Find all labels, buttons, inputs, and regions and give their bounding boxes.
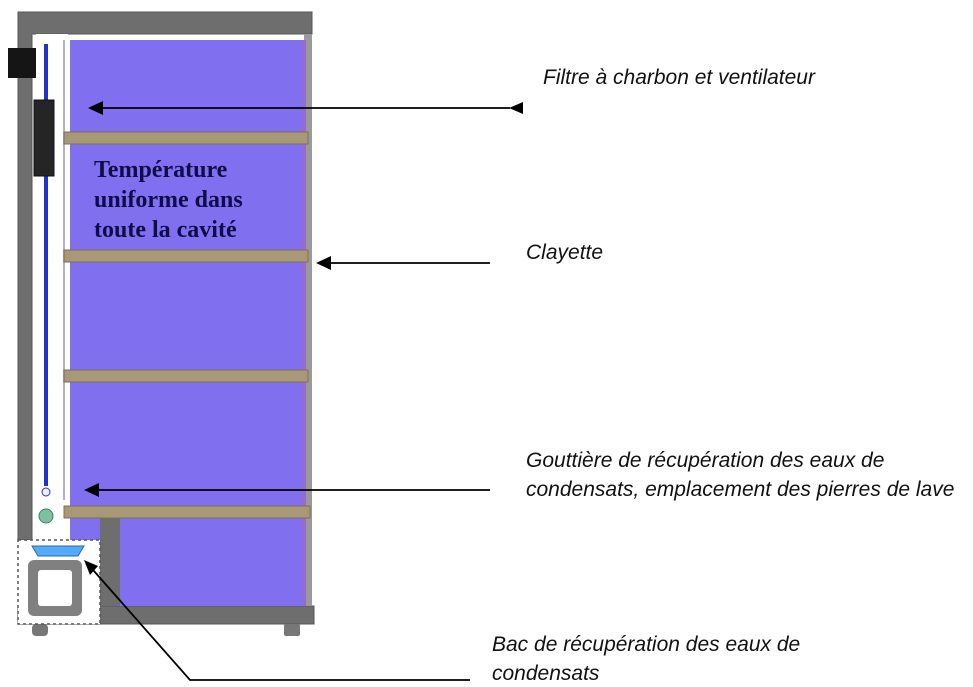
- foot-right: [284, 624, 300, 636]
- shelf: [63, 505, 311, 519]
- cavity-caption: Température uniforme dans toute la cavit…: [94, 157, 243, 243]
- cabinet-right-edge: [304, 34, 312, 606]
- label-filter-fan: Filtre à charbon et ventilateur: [543, 66, 815, 89]
- filter-unit: [33, 99, 55, 177]
- tray-water: [31, 545, 85, 557]
- side-block: [8, 48, 36, 78]
- lava-stones: [38, 508, 54, 524]
- label-gutter: Gouttière de récupération des eaux de co…: [526, 449, 955, 501]
- shelf: [63, 369, 309, 383]
- shelf: [63, 131, 309, 145]
- tray-box-inner: [38, 570, 72, 606]
- arrow-tray: [85, 561, 470, 681]
- drawer-housing: [100, 518, 120, 606]
- label-shelf: Clayette: [526, 241, 604, 264]
- label-tray: Bac de récupération des eaux de condensa…: [492, 633, 801, 685]
- foot-left: [32, 624, 48, 636]
- shelf: [63, 249, 309, 263]
- drop: [41, 487, 51, 497]
